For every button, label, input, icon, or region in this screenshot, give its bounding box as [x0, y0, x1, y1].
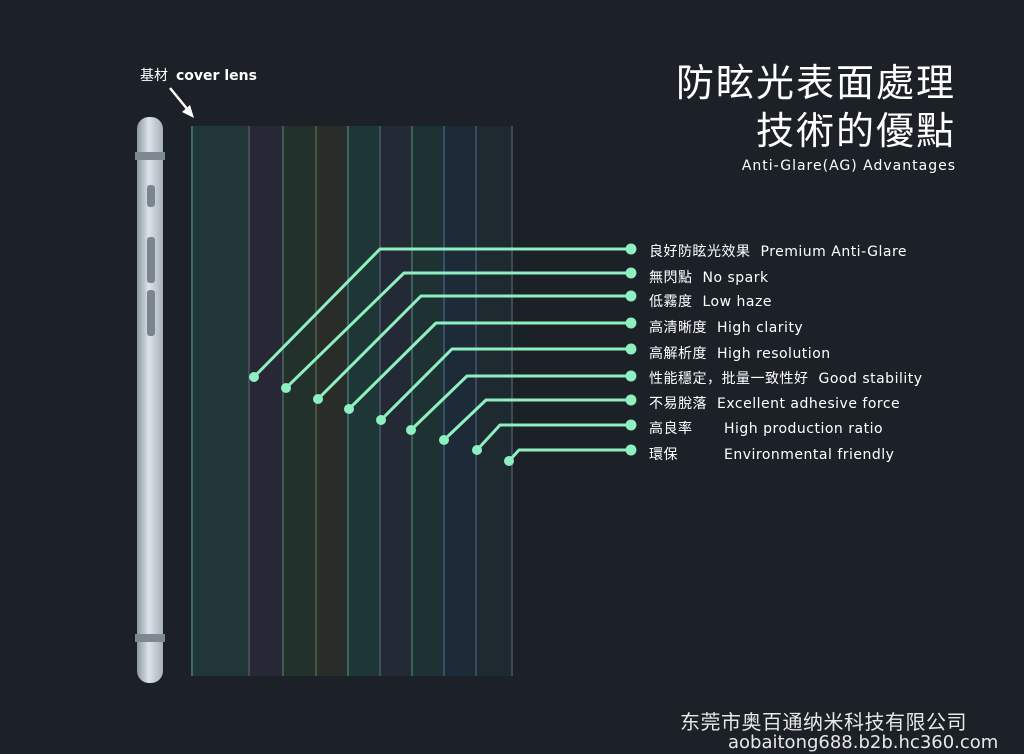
callout-dot-end: [625, 343, 637, 355]
footer-company: 东莞市奥百通纳米科技有限公司: [680, 710, 967, 734]
feature-item: 低霧度 Low haze: [649, 291, 772, 311]
callout-dot-end: [625, 243, 637, 255]
callout-dot-end: [625, 317, 637, 329]
feature-label-en: High production ratio: [724, 421, 884, 437]
callout-line: [475, 423, 631, 452]
layer-stack: [191, 126, 513, 676]
callout-dot-start: [439, 435, 449, 445]
callout-dot-start: [504, 456, 514, 466]
feature-label-en: No spark: [702, 270, 769, 286]
callout-dot-start: [249, 372, 259, 382]
feature-label-en: Good stability: [818, 371, 923, 387]
callout-line: [379, 347, 631, 422]
footer-url: aobaitong688.b2b.hc360.com: [728, 732, 999, 753]
feature-item: 環保 Environmental friendly: [649, 444, 894, 464]
feature-item: 性能穩定，批量一致性好 Good stability: [649, 368, 923, 388]
substrate-label-zh: 基材: [140, 68, 168, 84]
page-title-line1: 防眩光表面處理: [675, 61, 956, 105]
callout-dot-start: [406, 425, 416, 435]
callout-dot-start: [376, 415, 386, 425]
feature-item: 無閃點 No spark: [649, 267, 769, 287]
callout-lines: [249, 243, 637, 466]
callout-dot-start: [313, 394, 323, 404]
layer-panel: [192, 126, 249, 676]
layer-panel: [412, 126, 444, 676]
feature-label-en: Premium Anti-Glare: [760, 244, 908, 260]
layer-panel: [283, 126, 316, 676]
callout-dot-start: [281, 383, 291, 393]
layer-panel: [444, 126, 476, 676]
layer-panel: [348, 126, 380, 676]
callout-line: [284, 271, 631, 390]
callout-line: [507, 448, 631, 463]
callout-line: [442, 398, 631, 442]
feature-label-en: High resolution: [717, 346, 831, 362]
callout-dot-end: [625, 267, 637, 279]
feature-label-zh: 無閃點: [649, 270, 693, 286]
feature-item: 高良率 High production ratio: [649, 418, 883, 438]
callout-dot-start: [344, 404, 354, 414]
feature-item: 良好防眩光效果 Premium Anti-Glare: [649, 241, 907, 261]
callout-dot-end: [625, 370, 637, 382]
feature-label-en: Excellent adhesive force: [717, 396, 901, 412]
feature-item: 高解析度 High resolution: [649, 343, 831, 363]
feature-label-zh: 性能穩定，批量一致性好: [649, 371, 809, 387]
feature-label-en: High clarity: [717, 320, 804, 336]
feature-label-zh: 環保: [649, 447, 678, 463]
arrow-down-right-icon: [169, 87, 194, 118]
feature-label-en: Environmental friendly: [724, 447, 895, 463]
feature-label-zh: 不易脫落: [649, 396, 707, 412]
callout-dot-start: [472, 445, 482, 455]
feature-label-zh: 高解析度: [649, 346, 707, 362]
callout-dot-end: [625, 419, 637, 431]
callout-line: [252, 247, 631, 379]
callout-dot-end: [625, 290, 637, 302]
feature-label-zh: 高清晰度: [649, 320, 707, 336]
page-subtitle: Anti-Glare(AG) Advantages: [741, 158, 956, 174]
callout-line: [316, 294, 631, 401]
feature-label-en: Low haze: [702, 294, 772, 310]
feature-label-zh: 高良率: [649, 421, 693, 437]
phone-side-icon: [135, 117, 165, 683]
feature-item: 不易脫落 Excellent adhesive force: [649, 393, 900, 413]
page-title-line2: 技術的優點: [755, 109, 956, 153]
feature-item: 高清晰度 High clarity: [649, 317, 803, 337]
callout-dot-end: [625, 394, 637, 406]
callout-line: [347, 321, 631, 411]
layer-panel: [249, 126, 283, 676]
substrate-label-en: cover lens: [176, 68, 257, 84]
callout-line: [409, 374, 631, 432]
substrate-label: 基材 cover lens: [140, 65, 257, 85]
feature-label-zh: 低霧度: [649, 294, 693, 310]
feature-label-zh: 良好防眩光效果: [649, 244, 751, 260]
callout-dot-end: [625, 444, 637, 456]
layer-panel: [380, 126, 412, 676]
